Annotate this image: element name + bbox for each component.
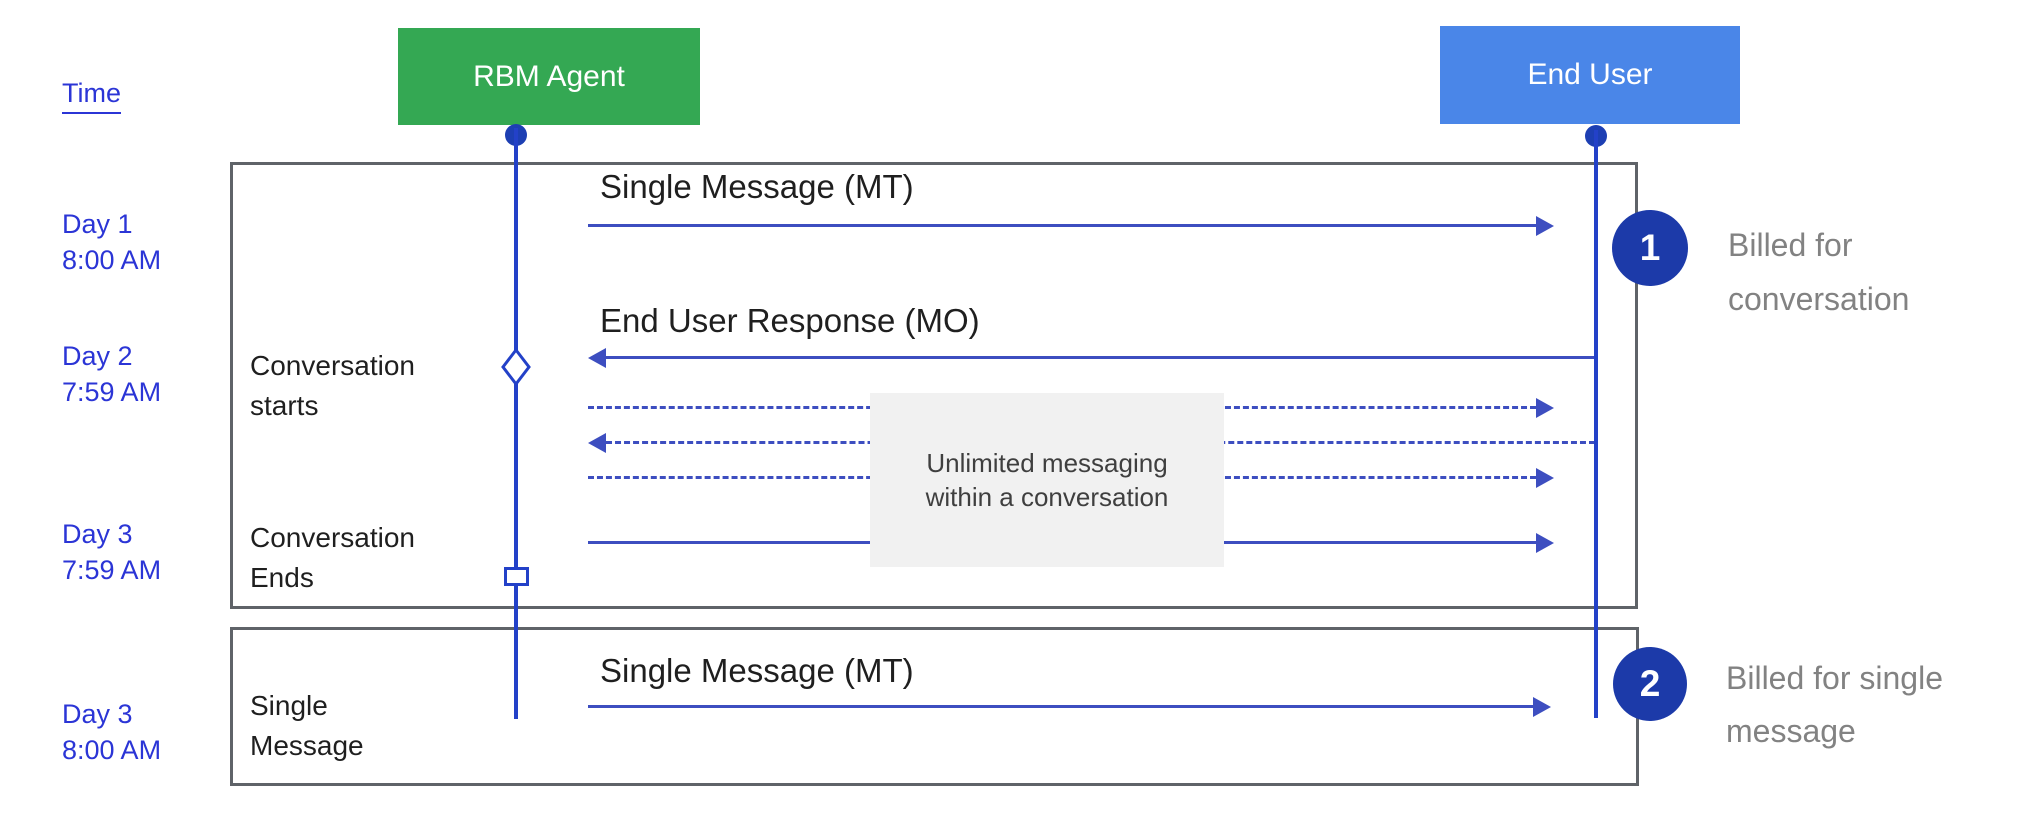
- billed-line2: conversation: [1728, 281, 1910, 317]
- single-message-line1: Single: [250, 690, 328, 721]
- timeline-label-day1: Day 1 8:00 AM: [62, 206, 161, 278]
- conversation-ends-line1: Conversation: [250, 522, 415, 553]
- badge-1-number: 1: [1639, 227, 1661, 268]
- conversation-start-diamond-icon: [501, 348, 531, 386]
- badge-1: 1: [1612, 210, 1688, 286]
- billed-line1: Billed for: [1728, 227, 1853, 263]
- arrow-head-right-icon: [1536, 533, 1554, 553]
- arrow-head-right-icon: [1536, 398, 1554, 418]
- time-axis-label: Time: [62, 78, 121, 114]
- actor-rbm-agent-label: RBM Agent: [473, 59, 625, 93]
- arrow-line: [588, 224, 1536, 227]
- note-line2: within a conversation: [925, 482, 1169, 512]
- arrow-head-right-icon: [1536, 468, 1554, 488]
- conversation-ends-label: Conversation Ends: [250, 518, 415, 598]
- message-label-single-message-mt-2: Single Message (MT): [600, 652, 914, 689]
- arrow-head-left-icon: [588, 433, 606, 453]
- arrow-head-right-icon: [1536, 216, 1554, 236]
- actor-rbm-agent: RBM Agent: [398, 28, 700, 125]
- arrow-head-right-icon: [1533, 697, 1551, 717]
- billed-line2: message: [1726, 713, 1856, 749]
- rbm-agent-lifeline: [514, 128, 518, 719]
- arrow-head-left-icon: [588, 348, 606, 368]
- arrow-line: [606, 356, 1595, 359]
- conversation-end-square-icon: [504, 567, 529, 586]
- message-label-end-user-response-mo: End User Response (MO): [600, 302, 980, 339]
- timeline-time: 8:00 AM: [62, 735, 162, 765]
- timeline-day: Day 3: [62, 699, 133, 729]
- timeline-label-day3: Day 3 7:59 AM: [62, 516, 161, 588]
- arrow-line: [588, 705, 1533, 708]
- badge-2: 2: [1613, 647, 1687, 721]
- single-message-label: Single Message: [250, 686, 364, 766]
- billed-for-conversation-label: Billed for conversation: [1728, 218, 1909, 326]
- message-label-single-message-mt: Single Message (MT): [600, 168, 914, 205]
- actor-end-user: End User: [1440, 26, 1740, 124]
- timeline-label-day3-8am: Day 3 8:00 AM: [62, 696, 161, 768]
- single-message-line2: Message: [250, 730, 364, 761]
- timeline-time: 8:00 AM: [62, 245, 162, 275]
- billed-line1: Billed for single: [1726, 660, 1943, 696]
- conversation-starts-line2: starts: [250, 390, 319, 421]
- unlimited-messaging-note: Unlimited messaging within a conversatio…: [870, 393, 1224, 567]
- badge-2-number: 2: [1639, 663, 1661, 704]
- timeline-day: Day 1: [62, 209, 133, 239]
- note-line1: Unlimited messaging: [926, 448, 1168, 478]
- conversation-ends-line2: Ends: [250, 562, 314, 593]
- timeline-time: 7:59 AM: [62, 555, 162, 585]
- conversation-frame: [230, 162, 1638, 609]
- timeline-time: 7:59 AM: [62, 377, 162, 407]
- actor-end-user-label: End User: [1527, 58, 1653, 91]
- billed-for-single-message-label: Billed for single message: [1726, 652, 1943, 758]
- end-user-lifeline: [1594, 130, 1598, 718]
- timeline-label-day2: Day 2 7:59 AM: [62, 338, 161, 410]
- conversation-starts-line1: Conversation: [250, 350, 415, 381]
- timeline-day: Day 2: [62, 341, 133, 371]
- conversation-starts-label: Conversation starts: [250, 346, 415, 426]
- timeline-day: Day 3: [62, 519, 133, 549]
